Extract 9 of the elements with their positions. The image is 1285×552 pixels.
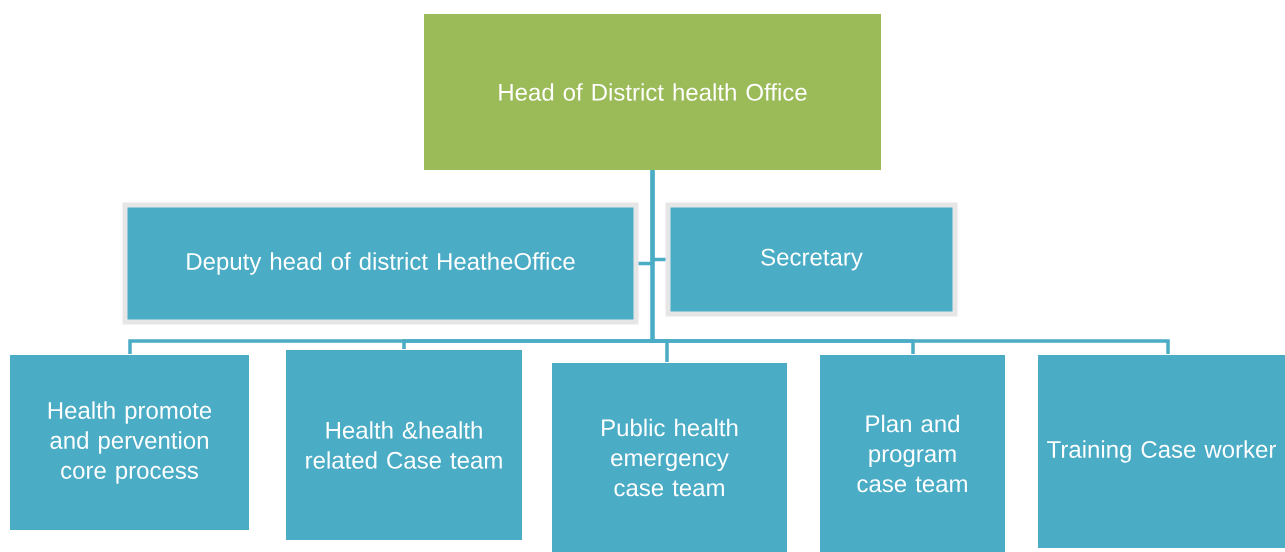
team-box: Health &health related Case team <box>286 350 522 540</box>
office-box: Deputy head of district HeatheOffice <box>122 202 639 325</box>
team-box: Plan and program case team <box>820 355 1005 552</box>
head-box: Head of District health Office <box>424 14 881 170</box>
team-box: Public health emergency case team <box>552 363 787 552</box>
team-box: Health promote and pervention core process <box>10 355 249 530</box>
office-box: Secretary <box>665 202 958 317</box>
team-box: Training Case worker <box>1038 355 1285 548</box>
connector-line <box>650 170 1170 354</box>
